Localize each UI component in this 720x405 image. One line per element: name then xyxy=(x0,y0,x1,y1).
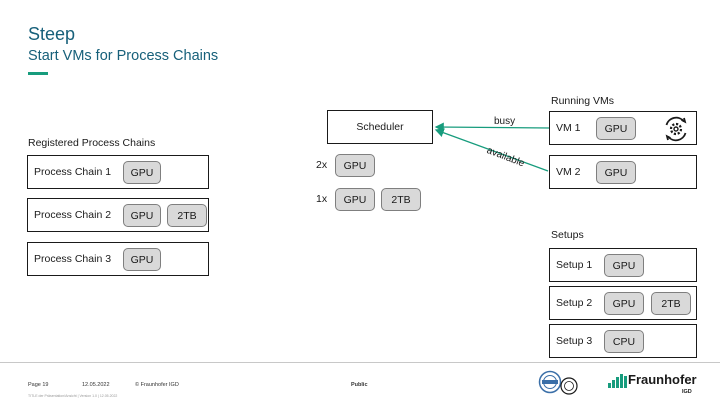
process-chain-3: Process Chain 3 GPU xyxy=(27,242,209,276)
footer-small-print: TITLE der Präsentation/Ansicht | Version… xyxy=(28,394,118,398)
gpu-tag: GPU xyxy=(596,161,636,184)
setups-heading: Setups xyxy=(551,229,584,241)
footer-copyright: © Fraunhofer IGD xyxy=(135,382,179,388)
footer-classification: Public xyxy=(351,382,368,388)
registered-chains-heading: Registered Process Chains xyxy=(28,137,156,149)
busy-label: busy xyxy=(494,116,516,127)
storage-tag: 2TB xyxy=(167,204,207,227)
footer-divider xyxy=(0,362,720,363)
storage-tag: 2TB xyxy=(651,292,691,315)
accent-bar xyxy=(28,72,48,75)
running-vms-heading: Running VMs xyxy=(551,95,615,107)
gpu-tag: GPU xyxy=(123,204,161,227)
vm-label: VM 2 xyxy=(556,166,581,178)
process-chain-label: Process Chain 3 xyxy=(34,253,112,265)
available-arrow xyxy=(434,128,549,172)
footer-date: 12.05.2022 xyxy=(82,382,110,388)
gpu-tag: GPU xyxy=(604,254,644,277)
vm-2: VM 2 GPU xyxy=(549,155,697,189)
vm-1: VM 1 GPU xyxy=(549,111,697,145)
setup-label: Setup 2 xyxy=(556,297,593,309)
page-title: Steep xyxy=(28,24,76,44)
process-chain-1: Process Chain 1 GPU xyxy=(27,155,209,189)
setup-1: Setup 1 GPU xyxy=(549,248,697,282)
process-chain-label: Process Chain 2 xyxy=(34,209,112,221)
setup-3: Setup 3 CPU xyxy=(549,324,697,358)
gpu-tag: GPU xyxy=(335,154,375,177)
request-count: 1x xyxy=(316,193,328,205)
fraunhofer-logo-icon xyxy=(608,374,627,388)
fraunhofer-logo-sub: IGD xyxy=(682,389,692,395)
gpu-tag: GPU xyxy=(604,292,644,315)
setup-2: Setup 2 GPU 2TB xyxy=(549,286,697,320)
fraunhofer-logo-text: Fraunhofer xyxy=(628,372,697,387)
gpu-tag: GPU xyxy=(596,117,636,140)
gpu-tag: GPU xyxy=(123,248,161,271)
setup-label: Setup 1 xyxy=(556,259,593,271)
certification-seals-icon xyxy=(538,370,578,395)
scheduler-box: Scheduler xyxy=(327,110,433,144)
setup-label: Setup 3 xyxy=(556,335,593,347)
gpu-tag: GPU xyxy=(123,161,161,184)
page-subtitle: Start VMs for Process Chains xyxy=(28,48,219,64)
process-chain-label: Process Chain 1 xyxy=(34,166,112,178)
gear-cycle-icon xyxy=(665,116,687,142)
page-number: Page 19 xyxy=(28,382,49,388)
gpu-tag: GPU xyxy=(335,188,375,211)
request-count: 2x xyxy=(316,159,328,171)
cpu-tag: CPU xyxy=(604,330,644,353)
vm-label: VM 1 xyxy=(556,122,581,134)
process-chain-2: Process Chain 2 GPU 2TB xyxy=(27,198,209,232)
storage-tag: 2TB xyxy=(381,188,421,211)
busy-arrow xyxy=(434,122,551,132)
scheduler-label: Scheduler xyxy=(356,121,404,133)
